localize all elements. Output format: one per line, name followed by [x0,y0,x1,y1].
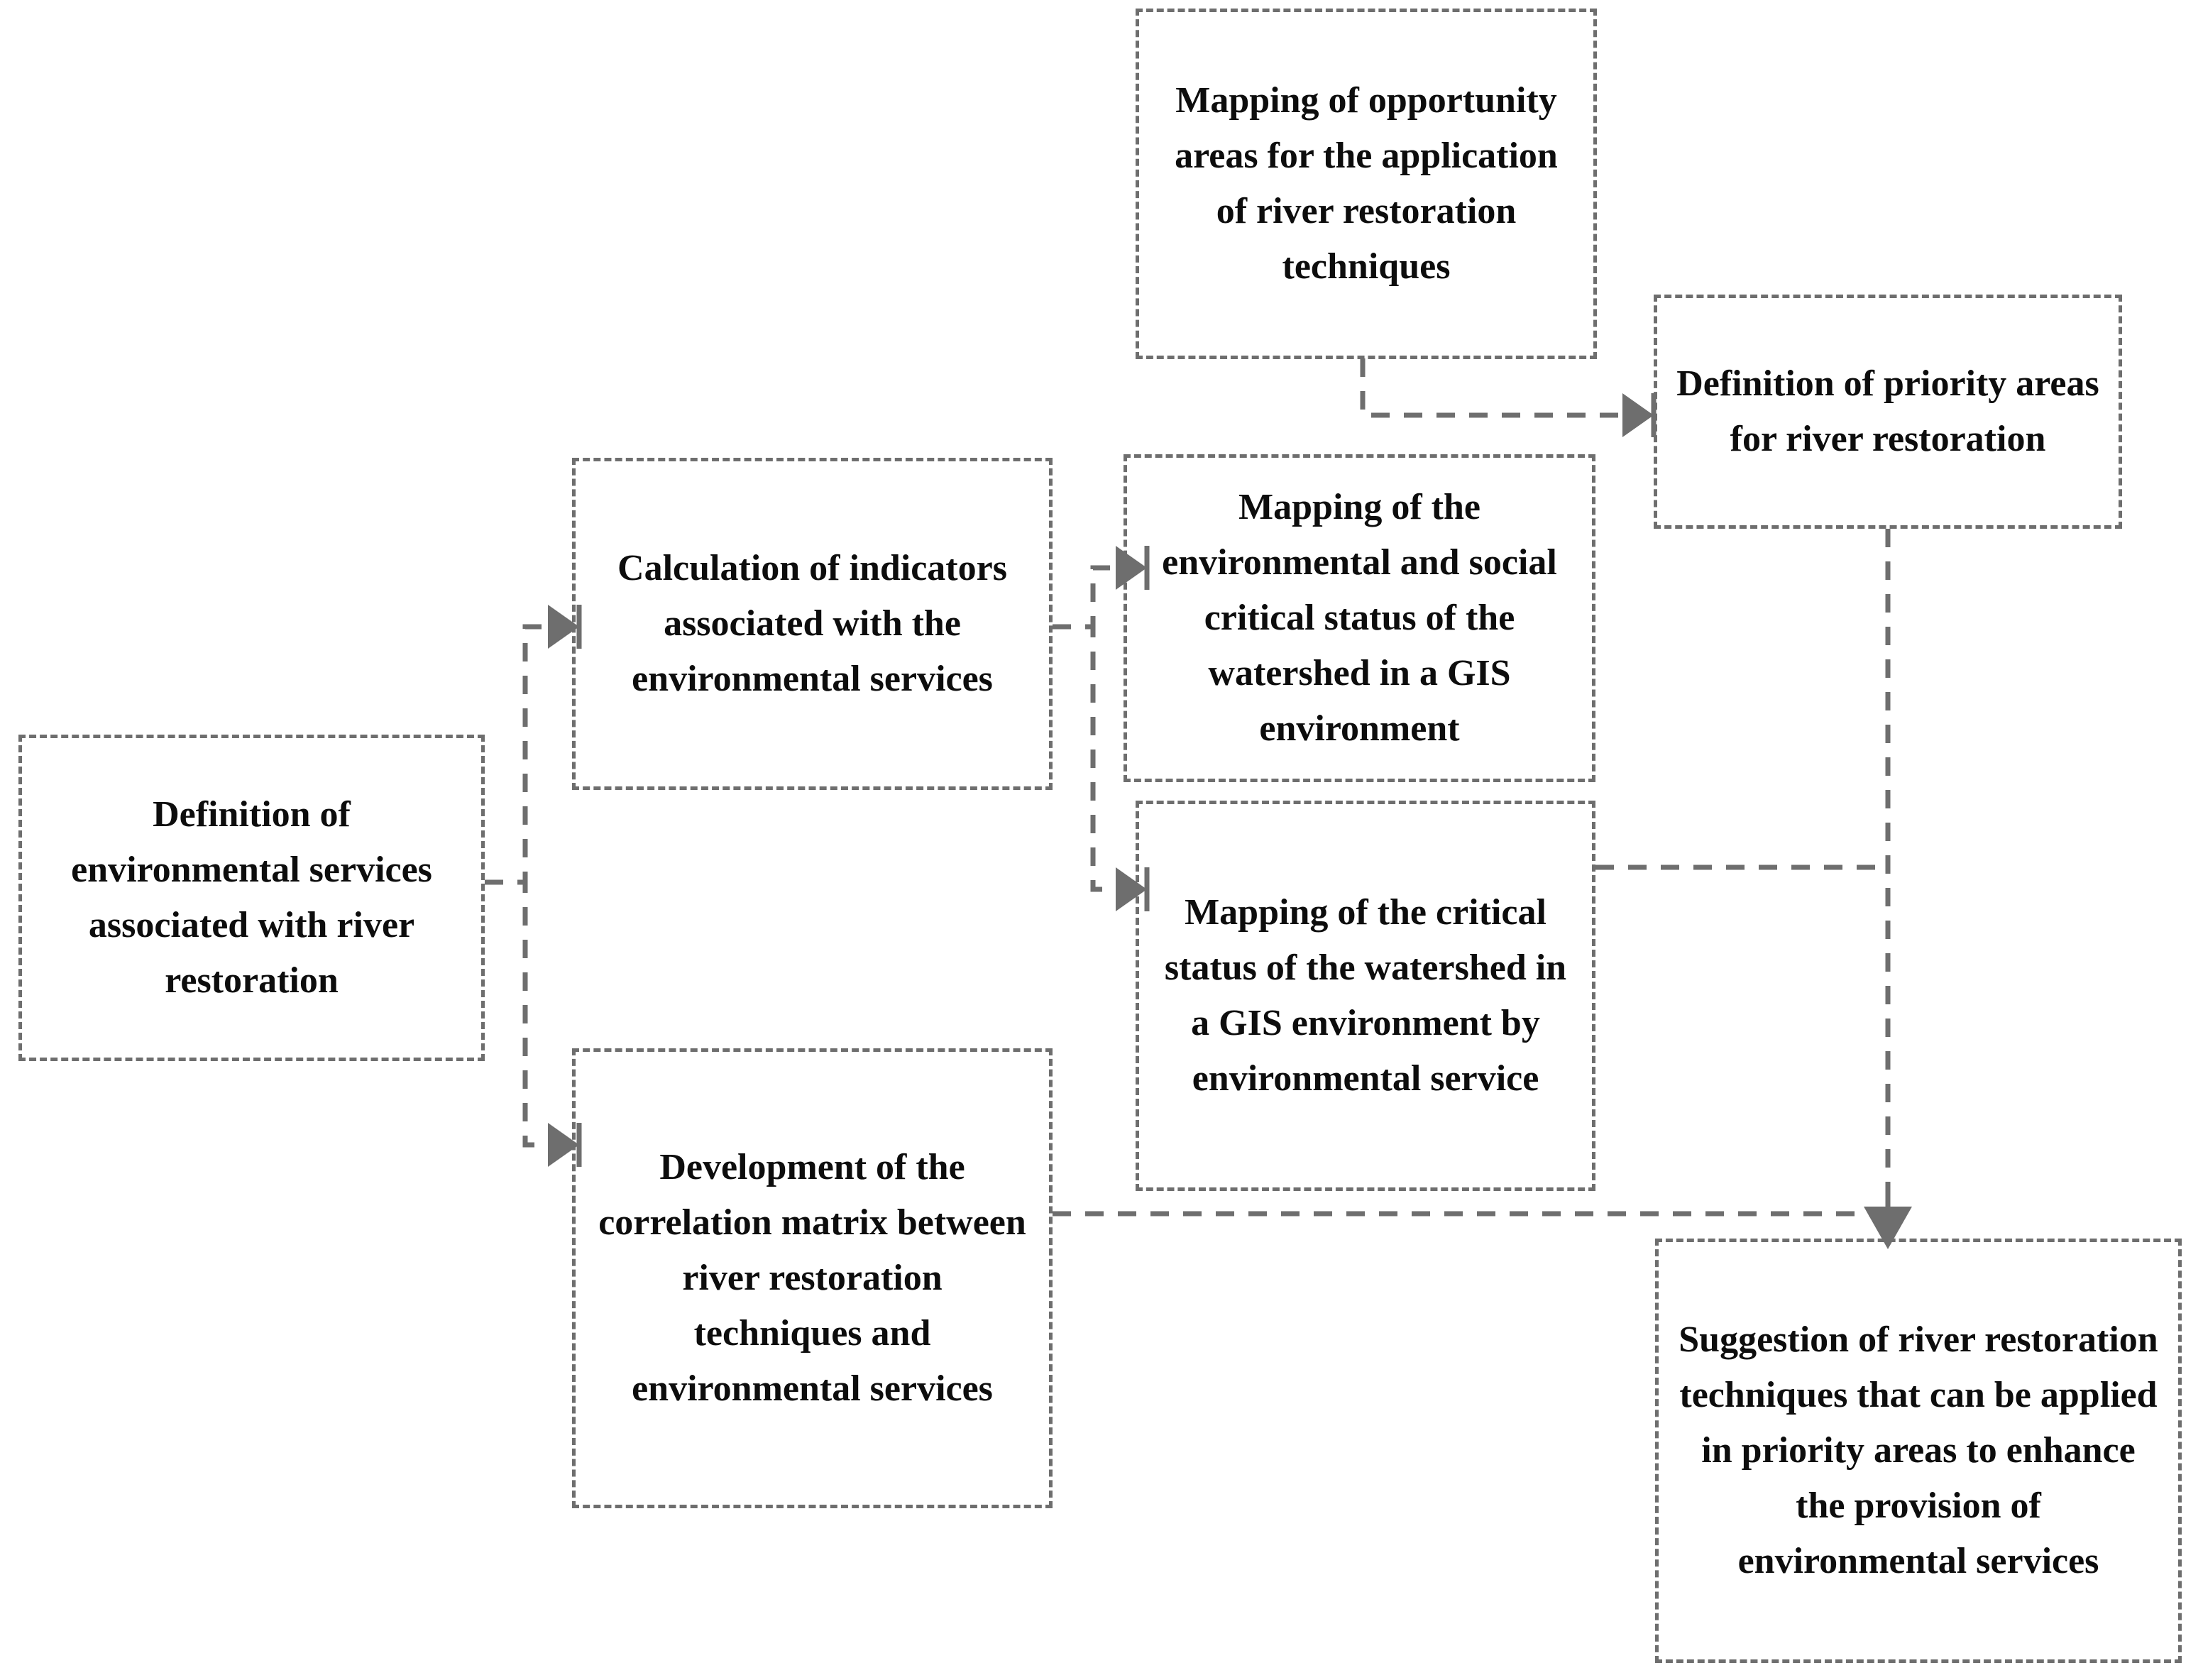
node-label: Development of the correlation matrix be… [598,1147,1026,1409]
node-label: Mapping of the critical status of the wa… [1164,892,1567,1099]
node-development-correlation-matrix[interactable]: Development of the correlation matrix be… [572,1048,1053,1508]
arrowhead-to-priority-areas [1622,393,1654,437]
node-definition-environmental-services[interactable]: Definition of environmental services ass… [18,735,485,1061]
node-label: Definition of priority areas for river r… [1676,363,2099,459]
node-label: Suggestion of river restoration techniqu… [1679,1319,2158,1581]
node-definition-priority-areas[interactable]: Definition of priority areas for river r… [1654,295,2122,529]
node-label: Definition of environmental services ass… [71,794,432,1001]
node-suggestion-restoration-techniques[interactable]: Suggestion of river restoration techniqu… [1655,1239,2182,1663]
edge-calculation-to-critical-by-service [1053,624,1116,892]
edge-definition-to-calculation [485,624,548,885]
edge-definition-to-correlation [485,879,548,1148]
node-label: Mapping of opportunity areas for the app… [1175,80,1558,287]
node-label: Calculation of indicators associated wit… [617,548,1007,699]
node-mapping-critical-status-by-service[interactable]: Mapping of the critical status of the wa… [1136,801,1595,1191]
node-mapping-env-social-critical-status[interactable]: Mapping of the environmental and social … [1124,454,1595,782]
node-label: Mapping of the environmental and social … [1162,487,1557,749]
node-calculation-indicators[interactable]: Calculation of indicators associated wit… [572,458,1053,790]
edge-calculation-to-env-social-mapping [1053,565,1116,630]
node-mapping-opportunity-areas[interactable]: Mapping of opportunity areas for the app… [1136,9,1597,359]
edge-opportunity-to-priority-areas [1360,358,1621,418]
